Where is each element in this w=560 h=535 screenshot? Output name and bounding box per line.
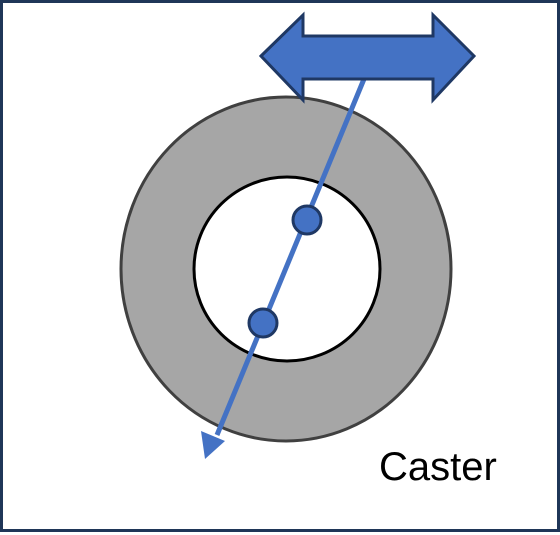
diagram-caption: Caster	[379, 445, 497, 489]
caster-diagram	[119, 11, 477, 459]
lower-pivot-point	[247, 307, 279, 339]
left-right-arrow-icon	[258, 11, 477, 104]
caster-axis-line	[214, 78, 367, 436]
upper-pivot-point	[291, 204, 323, 236]
arrow-down-left-icon	[201, 431, 225, 459]
